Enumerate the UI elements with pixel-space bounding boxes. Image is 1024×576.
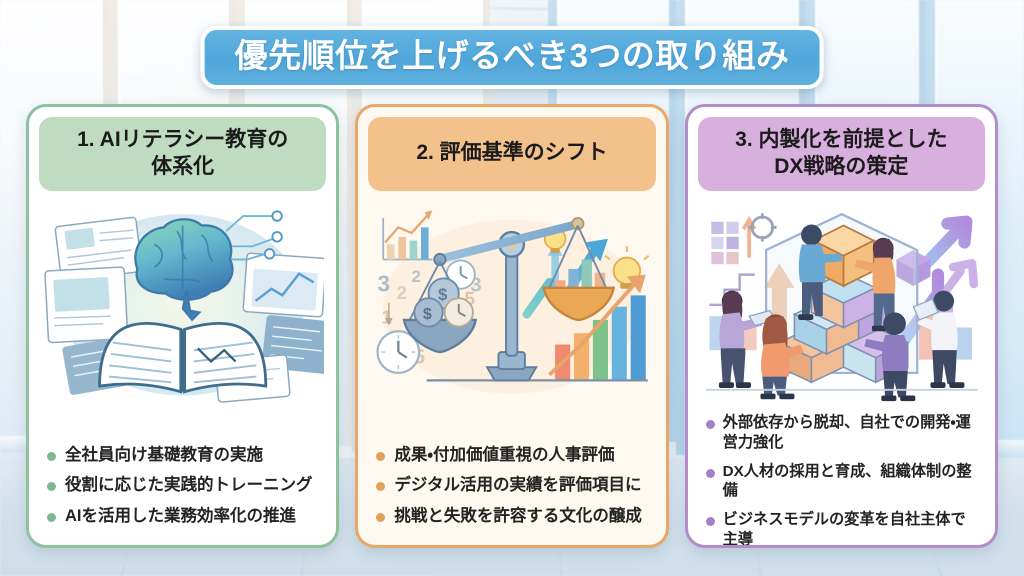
cards-container: 1. AIリテラシー教育の 体系化	[26, 104, 998, 548]
list-item: ビジネスモデルの変革を自社主体で主導	[705, 510, 979, 548]
card-2-header: 2. 評価基準のシフト	[368, 117, 656, 191]
list-item: 外部依存から脱却、自社での開発・運営力強化	[705, 413, 979, 453]
list-item: 役割に応じた実践的トレーニング	[47, 475, 320, 496]
svg-text:3: 3	[378, 271, 391, 297]
bullet-dot-icon	[376, 482, 386, 492]
brain-open-book-icon	[41, 195, 325, 409]
list-item: 全社員向け基礎教育の実施	[47, 445, 320, 466]
bullet-dot-icon	[47, 482, 56, 492]
bullet-dot-icon	[705, 420, 715, 429]
card-1-header: 1. AIリテラシー教育の 体系化	[39, 117, 327, 191]
card-evaluation-shift[interactable]: 2. 評価基準のシフト	[355, 104, 669, 548]
list-item-label: DX人材の採用と育成、組織体制の整備	[722, 462, 972, 500]
list-item-label: 外部依存から脱却、自社での開発・運営力強化	[722, 414, 971, 451]
card-2-heading-line1: 2. 評価基準のシフト	[416, 141, 608, 165]
svg-text:$: $	[423, 305, 432, 323]
card-2-bullet-list: 成果・付加価値重視の人事評価 デジタル活用の実績を評価項目に 挑戦と失敗を許容す…	[368, 441, 655, 537]
card-1-heading-line2: 体系化	[151, 154, 215, 178]
bullet-dot-icon	[47, 512, 56, 522]
page-title: 優先順位を上げるべき3つの取り組み	[234, 37, 790, 74]
svg-text:5: 5	[465, 289, 476, 310]
list-item-label: 役割に応じた実践的トレーニング	[65, 476, 313, 495]
list-item: 成果・付加価値重視の人事評価	[376, 445, 649, 466]
window-mullion	[676, 0, 685, 455]
list-item-label: ビジネスモデルの変革を自社主体で主導	[722, 511, 966, 548]
list-item-label: 挑戦と失敗を許容する文化の醸成	[394, 506, 642, 525]
card-1-bullet-list: 全社員向け基礎教育の実施 役割に応じた実践的トレーニング AIを活用した業務効率…	[39, 441, 326, 537]
list-item: 挑戦と失敗を許容する文化の醸成	[376, 506, 649, 527]
team-building-cubes-icon	[700, 195, 983, 409]
card-ai-literacy[interactable]: 1. AIリテラシー教育の 体系化	[26, 104, 340, 548]
list-item: デジタル活用の実績を評価項目に	[376, 475, 649, 496]
bullet-dot-icon	[47, 451, 56, 461]
bullet-dot-icon	[376, 512, 386, 522]
list-item: AIを活用した業務効率化の推進	[47, 506, 320, 527]
card-1-heading-line1: 1. AIリテラシー教育の	[77, 128, 289, 152]
list-item-label: デジタル活用の実績を評価項目に	[394, 476, 642, 495]
card-3-heading-line2: DX戦略の策定	[774, 154, 909, 178]
list-item: DX人材の採用と育成、組織体制の整備	[705, 462, 979, 502]
svg-text:2: 2	[412, 267, 421, 286]
svg-text:$: $	[438, 285, 448, 304]
list-item-label: AIを活用した業務効率化の推進	[65, 506, 296, 525]
card-3-bullet-list: 外部依存から脱却、自社での開発・運営力強化 DX人材の採用と育成、組織体制の整備…	[698, 409, 985, 548]
balance-scale-growth-icon: 3 2 2 1 3 5 5	[370, 195, 653, 409]
bullet-dot-icon	[705, 517, 715, 526]
list-item-label: 成果・付加価値重視の人事評価	[394, 445, 615, 464]
card-3-heading-line1: 3. 内製化を前提とした	[735, 128, 948, 152]
bullet-dot-icon	[705, 468, 715, 478]
svg-text:2: 2	[397, 283, 408, 304]
card-3-header: 3. 内製化を前提とした DX戦略の策定	[697, 117, 985, 191]
list-item-label: 全社員向け基礎教育の実施	[65, 445, 263, 464]
card-dx-strategy[interactable]: 3. 内製化を前提とした DX戦略の策定	[684, 104, 998, 548]
svg-text:3: 3	[470, 274, 482, 297]
slide-title-banner: 優先順位を上げるべき3つの取り組み	[200, 26, 824, 90]
bullet-dot-icon	[376, 451, 386, 461]
